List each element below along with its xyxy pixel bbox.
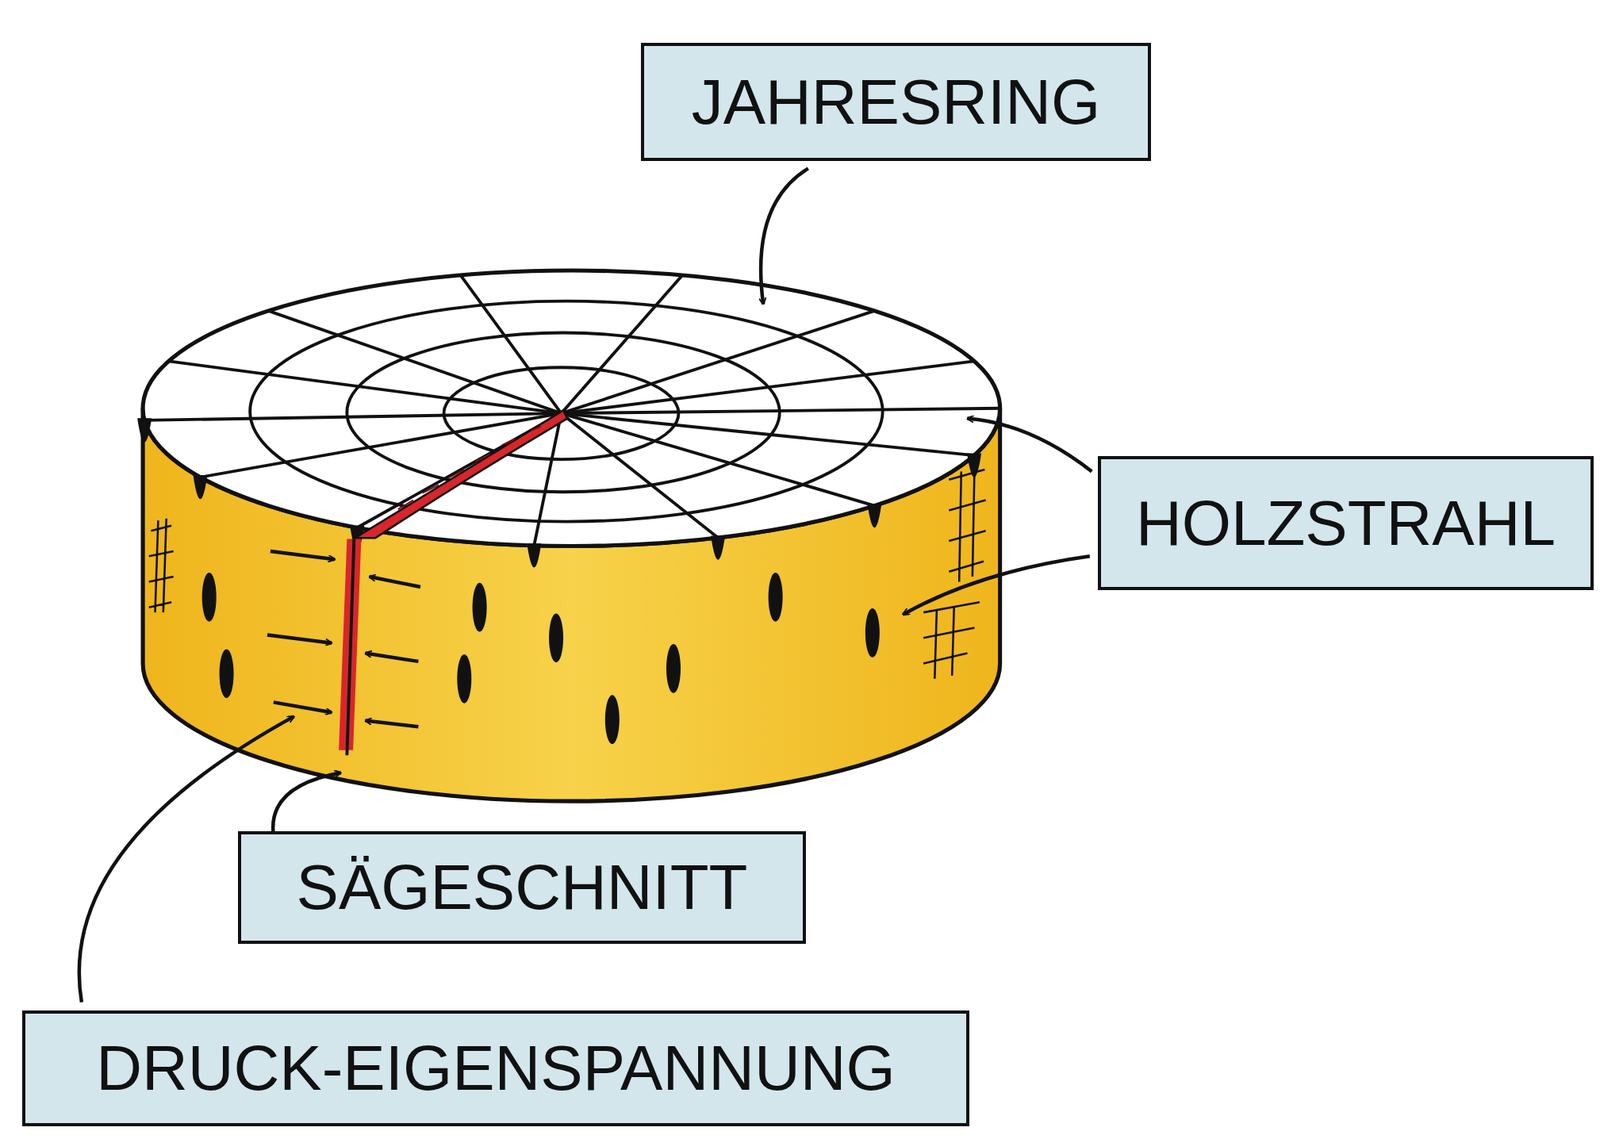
- ray-mark: [666, 644, 681, 694]
- ray-mark: [192, 475, 208, 499]
- wood-ray: [168, 360, 562, 414]
- leader-line: [760, 168, 809, 304]
- stress-arrows: [267, 551, 421, 727]
- stress-arrow: [365, 653, 419, 662]
- label-text: SÄGESCHNITT: [296, 852, 749, 923]
- ray-mark: [202, 572, 217, 622]
- wood-ray: [560, 360, 975, 414]
- ray-mark: [472, 583, 488, 633]
- ray-mark: [526, 543, 542, 568]
- leader-lines: [79, 168, 1093, 1002]
- ray-mark: [966, 453, 982, 478]
- wood-ray: [560, 413, 875, 506]
- ray-mark: [548, 613, 564, 663]
- wood-ray: [144, 413, 561, 421]
- label-box: JAHRESRING: [640, 42, 1152, 162]
- leader-line: [966, 418, 1092, 472]
- wood-rays: [144, 275, 1000, 546]
- wood-ray: [560, 310, 875, 414]
- stress-arrow: [365, 721, 419, 728]
- label-box: SÄGESCHNITT: [237, 831, 806, 944]
- wood-ray: [460, 275, 562, 414]
- stress-arrow: [369, 576, 421, 588]
- ray-mark: [605, 694, 620, 745]
- ray-mark: [867, 503, 882, 528]
- label-box: HOLZSTRAHL: [1097, 456, 1594, 591]
- ray-mark: [456, 654, 472, 704]
- crack-wedge: [355, 410, 568, 538]
- hatch-lines: [948, 467, 986, 582]
- label-box: DRUCK-EIGENSPANNUNG: [22, 1010, 970, 1127]
- saw-cut-line: [346, 538, 354, 756]
- leader-line: [902, 556, 1090, 614]
- label-text: HOLZSTRAHL: [1135, 488, 1556, 559]
- hatch-lines: [923, 602, 980, 680]
- stress-arrow: [267, 634, 332, 643]
- wedge-hatching: [398, 426, 542, 510]
- ray-mark: [865, 608, 880, 658]
- stress-arrow: [270, 551, 335, 560]
- stress-arrow: [273, 702, 332, 713]
- hatch-lines: [149, 518, 174, 613]
- label-text: DRUCK-EIGENSPANNUNG: [95, 1033, 896, 1104]
- hatch-lines: [398, 426, 542, 510]
- ray-mark: [768, 572, 783, 622]
- ray-mark: [710, 535, 726, 560]
- leader-line: [272, 772, 341, 835]
- wood-ray: [560, 413, 718, 538]
- disc-top-face: [142, 270, 1001, 546]
- ray-mark: [219, 648, 235, 699]
- ray-marks: [137, 418, 982, 745]
- wood-ray: [560, 413, 975, 456]
- label-text: JAHRESRING: [691, 67, 1102, 138]
- wood-ray: [560, 408, 1000, 414]
- wood-ray: [268, 310, 561, 414]
- ray-mark: [137, 418, 152, 442]
